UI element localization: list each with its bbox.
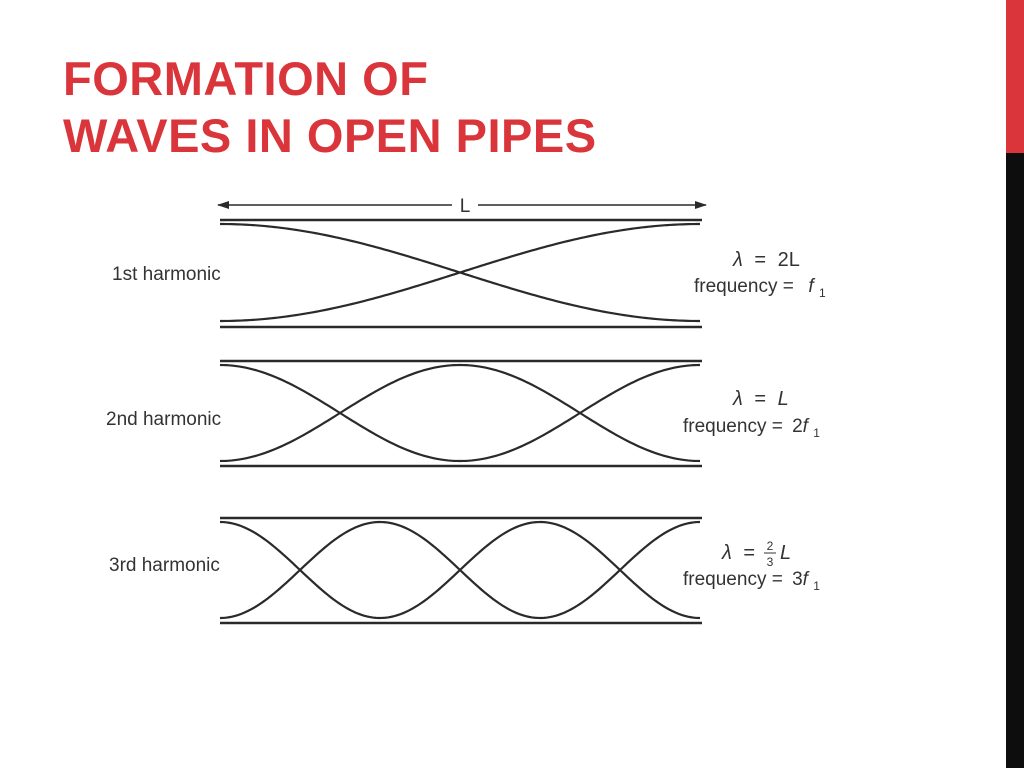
wavelength-formula: λ = L	[732, 388, 789, 410]
fraction-numerator: 2	[767, 539, 774, 553]
fraction-denominator: 3	[767, 555, 774, 569]
wavelength-formula: λ = 2L	[732, 249, 800, 271]
harmonic-label: 3rd harmonic	[109, 555, 220, 576]
slide-title-line-1: FORMATION OF	[63, 52, 429, 105]
harmonic-label: 2nd harmonic	[106, 409, 221, 430]
slide-title: FORMATION OF WAVES IN OPEN PIPES	[63, 50, 597, 164]
standing-wave-lower	[219, 363, 701, 463]
standing-wave-lower	[219, 222, 701, 323]
frequency-formula: frequency = f 1	[694, 276, 826, 300]
harmonic-2: 2nd harmonic λ = L frequency = 2f 1	[106, 359, 820, 468]
accent-bar-red	[1006, 0, 1024, 153]
wavelength-formula: λ = 2 3 L	[721, 539, 791, 569]
wavelength-unit: L	[780, 542, 791, 564]
harmonic-3: 3rd harmonic λ = 2 3 L frequency = 3f 1	[109, 516, 820, 625]
frequency-formula: frequency = 3f 1	[683, 569, 820, 593]
accent-bar-black	[1006, 153, 1024, 768]
wavelength-lhs: λ =	[721, 542, 755, 564]
length-dimension: L	[217, 196, 707, 217]
harmonic-label: 1st harmonic	[112, 264, 221, 285]
standing-wave-upper	[219, 363, 701, 463]
slide-title-line-2: WAVES IN OPEN PIPES	[63, 109, 597, 162]
harmonic-1: 1st harmonic λ = 2L frequency = f 1	[112, 218, 826, 329]
standing-wave-lower	[219, 520, 701, 620]
frequency-formula: frequency = 2f 1	[683, 416, 820, 440]
length-label: L	[460, 196, 471, 217]
